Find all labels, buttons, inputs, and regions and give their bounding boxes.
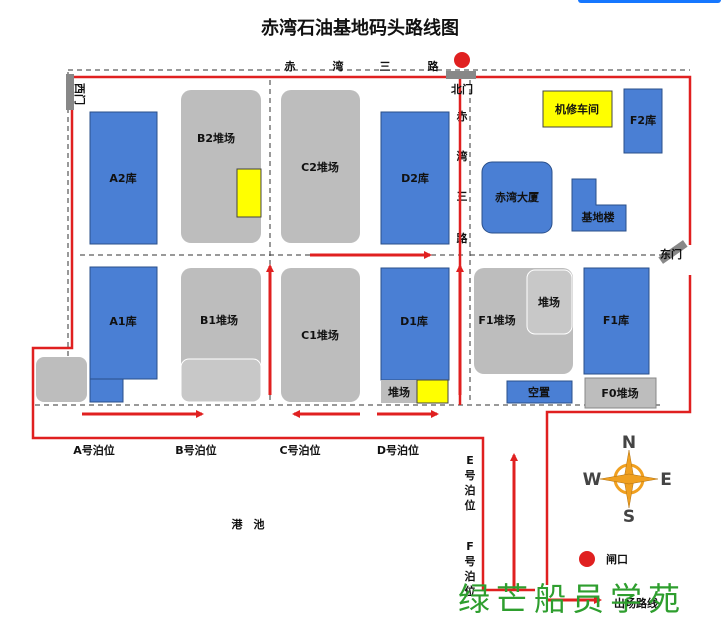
gate-label: 闸口 <box>606 552 628 566</box>
warehouse-d2 <box>380 111 450 245</box>
west-gate-label: 西门 <box>73 83 87 105</box>
vroad-char-1: 赤 <box>457 109 468 123</box>
yard-f0-label: F0堆场 <box>601 386 638 400</box>
berth-d-label: D号泊位 <box>377 443 419 457</box>
warehouse-d1 <box>380 267 450 381</box>
yard-west-small <box>36 357 87 402</box>
warehouse-d2-label: D2库 <box>401 171 429 185</box>
yard-d-highlight <box>416 379 449 404</box>
warehouse-f1 <box>583 267 650 375</box>
yard-c1 <box>281 268 360 402</box>
yard-c1-label: C1堆场 <box>301 328 339 342</box>
yard-d-small <box>381 380 417 403</box>
compass-n: N <box>622 433 636 453</box>
yard-c2 <box>281 90 360 243</box>
compass-e: E <box>660 470 672 490</box>
compass-s: S <box>623 507 635 527</box>
east-gate-icon <box>658 240 688 264</box>
berth-f-char-1: F <box>466 540 474 553</box>
base-building <box>571 178 627 232</box>
vroad-char-2: 湾 <box>457 149 468 163</box>
yard-f-sub-label: 堆场 <box>538 295 560 309</box>
berth-f-char-2: 号 <box>465 555 476 568</box>
yard-f1-label: F1堆场 <box>478 313 515 327</box>
yard-b2 <box>181 90 261 243</box>
berth-e-char-4: 位 <box>465 498 476 512</box>
yard-b1-sub <box>180 358 262 403</box>
berth-e-char-2: 号 <box>465 469 476 482</box>
gate-marker-icon <box>579 551 595 567</box>
road-char-2: 湾 <box>333 59 344 73</box>
exit-route-label: 出场路线 <box>614 596 658 610</box>
machine-shop-label: 机修车间 <box>555 102 599 116</box>
west-gate-icon <box>66 74 74 110</box>
north-gate-label: 北门 <box>451 82 473 96</box>
chiwan-tower <box>481 161 553 234</box>
main-route <box>31 75 692 592</box>
watermark-text: 绿芒船员学苑 <box>458 580 686 618</box>
warehouse-d1-label: D1库 <box>400 314 428 328</box>
yard-b1-label: B1堆场 <box>200 313 238 327</box>
north-gate-icon <box>446 71 476 79</box>
warehouse-f2-label: F2库 <box>630 113 656 127</box>
yard-b2-label: B2堆场 <box>197 131 235 145</box>
vroad-char-3: 三 <box>457 190 468 203</box>
empty-lot-label: 空置 <box>528 385 550 399</box>
warehouse-a2-label: A2库 <box>109 171 136 185</box>
map-title: 赤湾石油基地码头路线图 <box>261 17 459 39</box>
berth-e-char-3: 泊 <box>465 483 476 497</box>
compass-icon <box>599 449 659 509</box>
north-gate-marker-icon <box>454 52 470 68</box>
compass-w: W <box>583 470 602 490</box>
yard-c2-label: C2堆场 <box>301 160 339 174</box>
yard-f-sub <box>526 269 573 335</box>
route-arrows <box>82 251 602 604</box>
road-char-3: 三 <box>380 60 391 73</box>
machine-shop <box>542 90 613 128</box>
berth-e-char-1: E <box>466 454 474 467</box>
warehouse-a1-label: A1库 <box>109 314 136 328</box>
warehouse-a1-annex <box>89 378 124 403</box>
berth-a-label: A号泊位 <box>73 443 115 457</box>
yard-b2-highlight <box>236 168 262 218</box>
vroad-char-4: 路 <box>457 231 469 245</box>
berth-b-label: B号泊位 <box>175 443 216 457</box>
berth-f-char-4: 位 <box>465 584 476 598</box>
road-char-1: 赤 <box>285 59 296 73</box>
chiwan-tower-label: 赤湾大厦 <box>495 190 540 204</box>
base-building-label: 基地楼 <box>581 210 615 224</box>
top-edge-button <box>578 0 721 3</box>
harbor-basin-label: 港 池 <box>232 517 265 531</box>
warehouse-a2 <box>89 111 158 245</box>
berth-f-char-3: 泊 <box>465 569 476 583</box>
yard-d-small-label: 堆场 <box>388 385 410 399</box>
berth-c-label: C号泊位 <box>279 443 320 457</box>
empty-lot <box>506 380 573 404</box>
road-char-4: 路 <box>428 59 440 73</box>
warehouse-f2 <box>623 88 663 154</box>
east-gate-label: 东门 <box>660 247 682 261</box>
yard-f0 <box>584 377 657 409</box>
warehouse-f1-label: F1库 <box>603 313 629 327</box>
